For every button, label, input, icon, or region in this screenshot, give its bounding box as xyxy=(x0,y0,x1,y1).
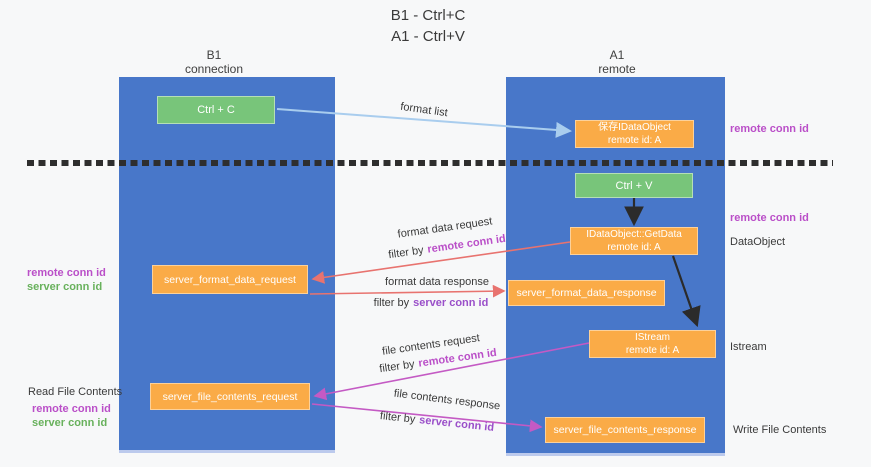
filter-value-server-conn-id: server conn id xyxy=(413,297,489,309)
node-server-format-data-request: server_format_data_request xyxy=(152,265,308,294)
node-server-format-data-response: server_format_data_response xyxy=(508,280,665,306)
node-ctrl-c-label: Ctrl + C xyxy=(197,104,235,116)
label-format-data-response: format data response xyxy=(385,276,489,288)
label-write-file-contents: Write File Contents xyxy=(733,424,827,436)
node-server-file-contents-request: server_file_contents_request xyxy=(150,383,310,410)
filter-value-remote-conn-id: remote conn id xyxy=(426,232,507,256)
session-divider-dashed-line xyxy=(27,160,833,166)
node-ctrl-c: Ctrl + C xyxy=(157,96,275,124)
label-istream: Istream xyxy=(730,341,767,353)
title-line-b1: B1 - Ctrl+C xyxy=(390,7,466,24)
node-server-format-data-response-label: server_format_data_response xyxy=(516,287,657,299)
node-ctrl-v: Ctrl + V xyxy=(575,173,693,198)
lane-a1-name: A1 xyxy=(609,48,625,62)
label-format-list: format list xyxy=(399,100,449,120)
node-server-format-data-request-label: server_format_data_request xyxy=(164,273,296,286)
label-remote-conn-id-top-right: remote conn id xyxy=(730,123,809,135)
label-format-left-remote-conn-id: remote conn id xyxy=(27,267,106,279)
filter-value-server-conn-id: server conn id xyxy=(418,414,495,434)
filter-prefix: filter by xyxy=(373,297,410,309)
filter-prefix: filter by xyxy=(387,244,425,262)
lane-a1-subtitle: remote xyxy=(598,62,636,76)
title-line-a1: A1 - Ctrl+V xyxy=(391,28,465,45)
arrow-format-data-response xyxy=(309,284,506,298)
node-istream: IStream remote id: A xyxy=(589,330,716,358)
lane-header-b1: B1 connection xyxy=(139,48,289,76)
label-remote-conn-id-mid-right: remote conn id xyxy=(730,212,809,224)
label-read-file-contents: Read File Contents xyxy=(28,386,123,398)
lane-header-a1: A1 remote xyxy=(542,48,692,76)
lane-b1-subtitle: connection xyxy=(184,62,244,76)
label-dataobject: DataObject xyxy=(730,236,786,248)
diagram-title: B1 - Ctrl+C A1 - Ctrl+V xyxy=(348,5,508,47)
filter-prefix: filter by xyxy=(379,410,416,426)
node-save-idataobject: 保存IDataObject remote id: A xyxy=(575,120,694,148)
node-server-file-contents-request-label: server_file_contents_request xyxy=(162,390,298,403)
node-istream-line1: IStream xyxy=(634,332,670,343)
label-file-left-server-conn-id: server conn id xyxy=(32,417,108,429)
node-save-idataobject-line1: 保存IDataObject xyxy=(598,122,671,133)
node-server-file-contents-response: server_file_contents_response xyxy=(545,417,705,443)
node-getdata-line1: IDataObject::GetData xyxy=(586,229,682,240)
lane-b1-name: B1 xyxy=(206,48,222,62)
filter-prefix: filter by xyxy=(378,358,416,376)
label-format-left-server-conn-id: server conn id xyxy=(27,281,103,293)
node-ctrl-v-label: Ctrl + V xyxy=(615,179,653,192)
label-file-contents-response: file contents response xyxy=(393,387,501,413)
node-idataobject-getdata: IDataObject::GetData remote id: A xyxy=(570,227,698,255)
node-server-file-contents-response-label: server_file_contents_response xyxy=(553,424,697,436)
node-istream-line2: remote id: A xyxy=(625,345,680,356)
node-save-idataobject-line2: remote id: A xyxy=(607,135,662,146)
node-getdata-line2: remote id: A xyxy=(607,242,661,253)
label-file-left-remote-conn-id: remote conn id xyxy=(32,403,111,415)
